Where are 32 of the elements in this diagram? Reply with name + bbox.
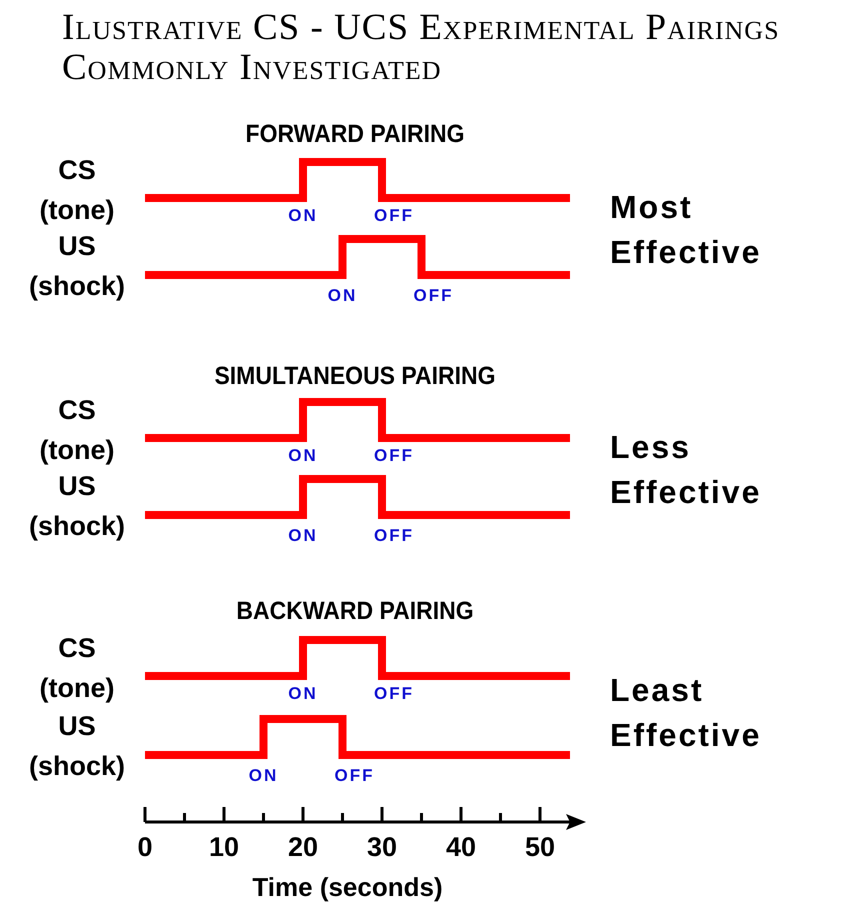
effectiveness-label: Less Effective — [610, 428, 762, 512]
signal-label: CS (tone) — [38, 394, 116, 467]
tick-label: 50 — [524, 832, 556, 863]
offset-label: OFF — [414, 286, 454, 306]
signal-label: CS (tone) — [38, 154, 116, 227]
tick-label: 0 — [137, 832, 153, 863]
offset-label: OFF — [374, 526, 414, 546]
offset-label: OFF — [374, 684, 414, 704]
effectiveness-label: Least Effective — [610, 671, 762, 755]
signal-label: US (shock) — [28, 710, 126, 783]
onset-label: ON — [248, 766, 278, 786]
signal-label: US (shock) — [28, 470, 126, 543]
pairing-heading: FORWARD PAIRING — [246, 120, 464, 149]
onset-label: ON — [288, 446, 318, 466]
signal-label: US (shock) — [28, 230, 126, 303]
signal-label: CS (tone) — [38, 632, 116, 705]
onset-label: ON — [288, 206, 318, 226]
offset-label: OFF — [334, 766, 374, 786]
tick-label: 30 — [366, 832, 398, 863]
tick-label: 20 — [288, 832, 318, 863]
offset-label: OFF — [374, 206, 414, 226]
pairing-heading: SIMULTANEOUS PAIRING — [214, 362, 496, 391]
axis-title: Time (seconds) — [252, 872, 443, 903]
offset-label: OFF — [374, 446, 414, 466]
onset-label: ON — [288, 526, 318, 546]
onset-label: ON — [288, 684, 318, 704]
effectiveness-label: Most Effective — [610, 188, 762, 272]
diagram-title: Ilustrative CS - UCS Experimental Pairings Commonly Investigated — [62, 8, 781, 88]
onset-label: ON — [328, 286, 358, 306]
tick-label: 10 — [208, 832, 240, 863]
pairing-heading: BACKWARD PAIRING — [236, 597, 474, 626]
tick-label: 40 — [446, 832, 476, 863]
